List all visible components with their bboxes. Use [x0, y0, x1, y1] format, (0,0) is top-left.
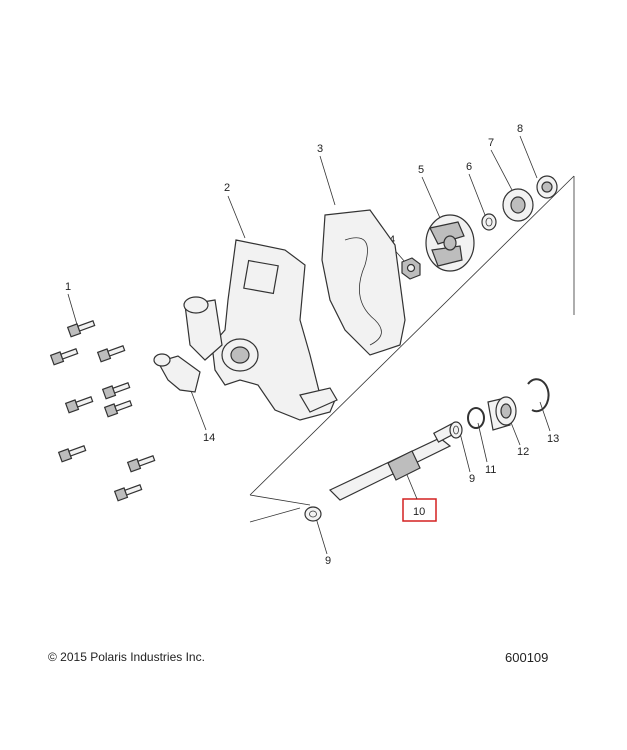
- callout-13: 13: [547, 433, 559, 445]
- callout-10: 10: [413, 506, 425, 518]
- callout-9-upper: 9: [469, 473, 475, 485]
- assembly-outline: [249, 175, 575, 523]
- washer-6: [481, 213, 497, 231]
- callout-7: 7: [488, 137, 494, 149]
- washer-9-upper: [449, 421, 463, 439]
- bolt: [113, 484, 143, 502]
- seal: [502, 188, 534, 222]
- bolt-group: [49, 320, 156, 502]
- bolt: [66, 320, 96, 338]
- bolt: [103, 400, 133, 418]
- callout-3: 3: [317, 143, 323, 155]
- diagram-id: 600109: [505, 650, 549, 665]
- callout-1: 1: [65, 281, 71, 293]
- bolt: [101, 382, 131, 400]
- callout-11: 11: [485, 464, 496, 476]
- bolt: [49, 348, 79, 366]
- callout-6: 6: [466, 161, 472, 173]
- callout-12: 12: [517, 446, 529, 458]
- bolt: [57, 445, 87, 463]
- nut: [401, 257, 421, 280]
- leader-lines: [67, 135, 551, 555]
- bolt: [126, 455, 156, 473]
- callout-14: 14: [203, 432, 215, 444]
- bushing: [487, 396, 517, 431]
- elbow-fitting: [153, 353, 201, 393]
- drive-shaft: [328, 423, 457, 501]
- bearing-cap: [536, 175, 558, 199]
- o-ring: [467, 407, 485, 429]
- callout-labels: 1 2 3 4 5 6 7 8 9 9 10 11 12 13 14: [65, 123, 559, 567]
- bolt: [96, 345, 126, 363]
- callout-2: 2: [224, 182, 230, 194]
- callout-8: 8: [517, 123, 523, 135]
- callout-5: 5: [418, 164, 424, 176]
- washer-9-lower: [304, 506, 322, 522]
- gasket: [321, 209, 406, 356]
- impeller: [425, 214, 475, 272]
- callout-10-highlight-box: [402, 498, 437, 522]
- snap-ring: [527, 378, 550, 413]
- bolt: [64, 396, 94, 414]
- callout-9-lower: 9: [325, 555, 331, 567]
- copyright-text: © 2015 Polaris Industries Inc.: [48, 650, 205, 664]
- pump-housing: [183, 239, 338, 421]
